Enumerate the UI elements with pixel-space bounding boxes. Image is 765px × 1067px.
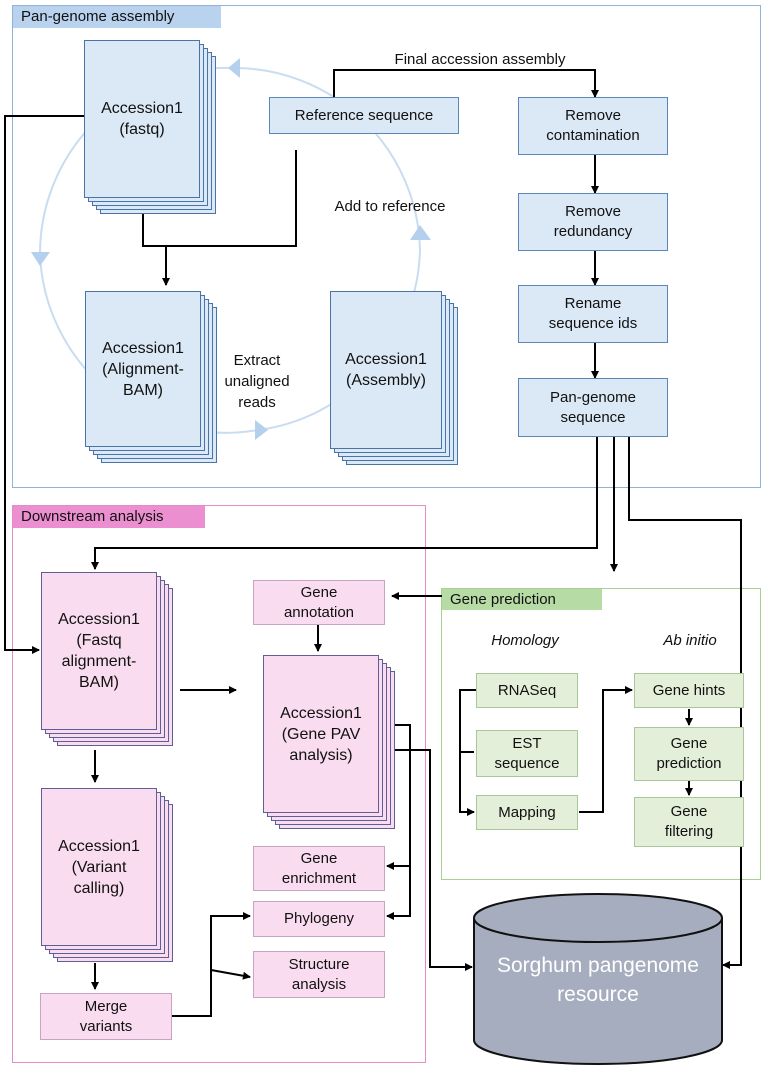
merge-variants-box: Merge variants bbox=[40, 993, 172, 1040]
downstream-section-frame bbox=[12, 505, 426, 1063]
rnaseq-box: RNASeq bbox=[476, 673, 578, 708]
reference-sequence-box: Reference sequence bbox=[269, 97, 459, 134]
gene-prediction-section-label: Gene prediction bbox=[442, 589, 602, 610]
gene-filtering-box: Gene filtering bbox=[634, 797, 744, 847]
remove-contamination-box: Remove contamination bbox=[518, 97, 668, 155]
accession-gene-pav-label: Accession1 (Gene PAV analysis) bbox=[263, 655, 379, 813]
database-cylinder bbox=[473, 893, 723, 1065]
downstream-section-label: Downstream analysis bbox=[13, 506, 205, 528]
accession-assembly-label: Accession1 (Assembly) bbox=[330, 291, 442, 449]
assembly-section-label: Pan-genome assembly bbox=[13, 6, 221, 28]
accession-variant-calling-label: Accession1 (Variant calling) bbox=[41, 788, 157, 946]
est-sequence-box: EST sequence bbox=[476, 730, 578, 777]
sorghum-pangenome-resource-label: Sorghum pangenome resource bbox=[497, 954, 699, 1006]
assembly-section-frame bbox=[12, 5, 761, 488]
structure-analysis-box: Structure analysis bbox=[253, 951, 385, 998]
black-connectors bbox=[4, 69, 742, 1017]
ab-initio-label: Ab initio bbox=[663, 632, 717, 649]
cycle-arrowheads bbox=[31, 58, 431, 440]
accession-alignment-bam-label: Accession1 (Alignment- BAM) bbox=[85, 291, 201, 447]
accession-fastq-alignment-label: Accession1 (Fastq alignment- BAM) bbox=[41, 572, 157, 730]
pangenome-sequence-box: Pan-genome sequence bbox=[518, 378, 668, 437]
phylogeny-box: Phylogeny bbox=[253, 901, 385, 937]
mapping-box: Mapping bbox=[476, 795, 578, 830]
homology-label: Homology bbox=[491, 632, 559, 649]
gene-prediction-step-box: Gene prediction bbox=[634, 727, 744, 781]
final-accession-assembly-label: Final accession assembly bbox=[394, 51, 566, 68]
rename-sequence-ids-box: Rename sequence ids bbox=[518, 285, 668, 343]
add-to-reference-label: Add to reference bbox=[334, 198, 446, 215]
gene-annotation-box: Gene annotation bbox=[253, 580, 385, 625]
remove-redundancy-box: Remove redundancy bbox=[518, 193, 668, 251]
gene-enrichment-box: Gene enrichment bbox=[253, 846, 385, 891]
gene-prediction-section-frame bbox=[441, 588, 761, 880]
extract-unaligned-reads-label: Extract unaligned reads bbox=[224, 352, 290, 411]
accession-fastq-label: Accession1 (fastq) bbox=[84, 40, 200, 198]
gene-hints-box: Gene hints bbox=[634, 673, 744, 708]
